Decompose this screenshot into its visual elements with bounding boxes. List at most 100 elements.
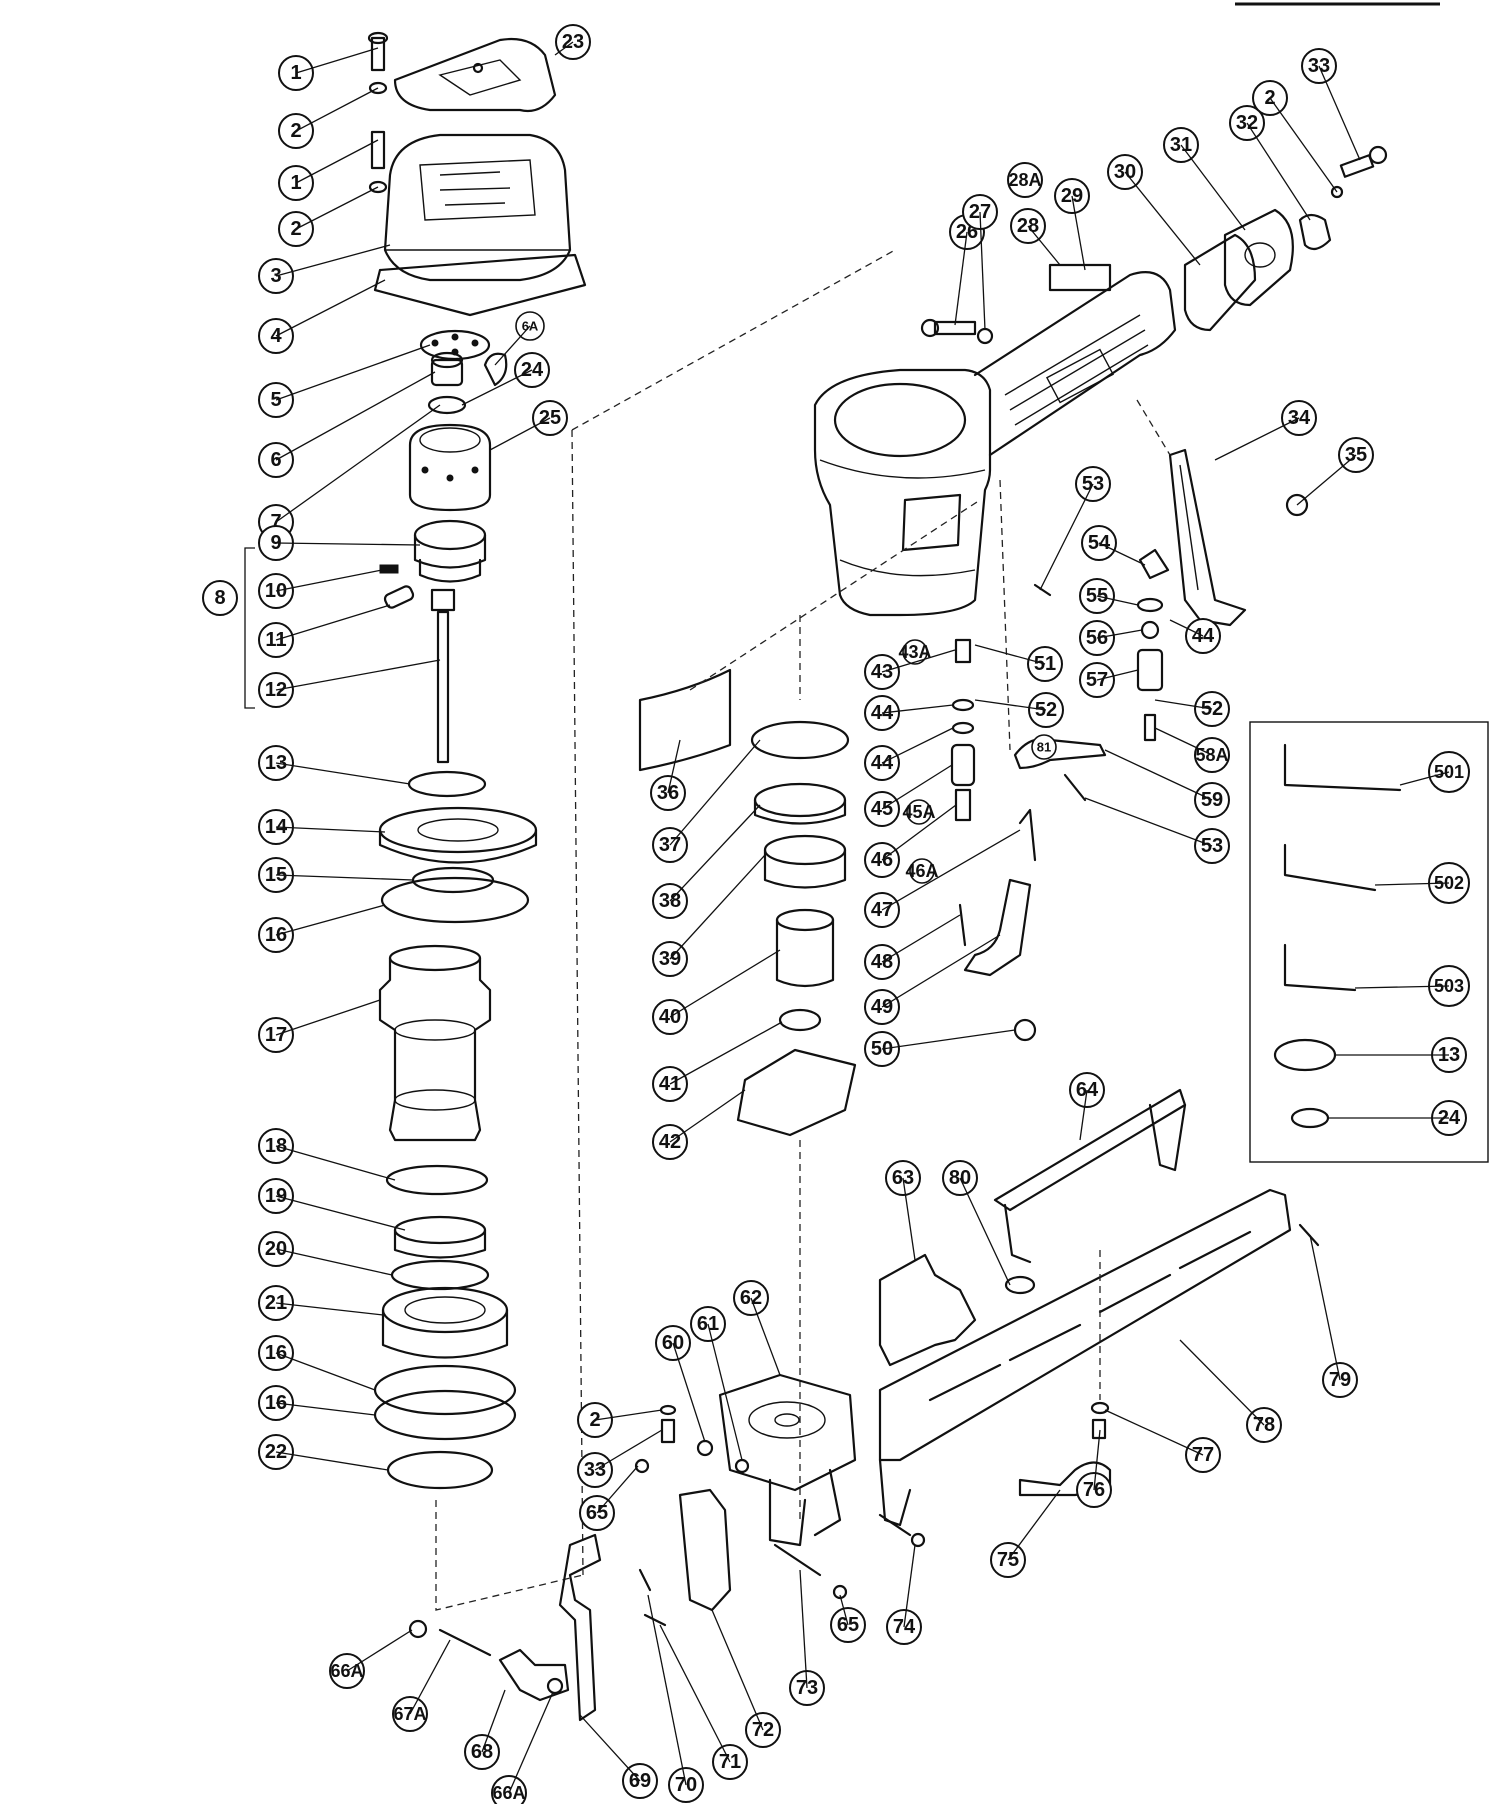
callout-28a: 28A bbox=[1007, 162, 1043, 198]
leader-line-16 bbox=[275, 904, 386, 936]
contact-arm-part-69 bbox=[558, 1533, 602, 1722]
leader-line-55 bbox=[1096, 595, 1139, 606]
leader-line-61 bbox=[707, 1323, 743, 1461]
leader-line-16 bbox=[275, 1402, 376, 1416]
hook-part-34 bbox=[1168, 448, 1247, 627]
o-ring-part-44 bbox=[951, 698, 975, 712]
hex-wrench-part-502 bbox=[1283, 843, 1377, 892]
leader-line-66a bbox=[508, 1691, 554, 1794]
leader-line-53 bbox=[1039, 483, 1094, 591]
hex-wrench-part-501 bbox=[1283, 743, 1402, 792]
leader-line-4 bbox=[275, 279, 386, 337]
leader-line-17 bbox=[275, 999, 381, 1036]
leader-line-43 bbox=[881, 649, 956, 673]
body-window bbox=[901, 493, 962, 552]
leader-line-63 bbox=[902, 1177, 916, 1261]
valve-piston-part-6 bbox=[430, 351, 508, 387]
leader-line-46 bbox=[881, 804, 957, 861]
callout-circle bbox=[906, 799, 932, 825]
callout-35: 35 bbox=[1338, 437, 1374, 473]
retainer-part-54 bbox=[1138, 548, 1170, 580]
spring-part-48 bbox=[958, 903, 967, 947]
leader-line-71 bbox=[659, 1624, 731, 1763]
callout-label: 46A bbox=[905, 861, 938, 881]
leader-line-29 bbox=[1071, 195, 1086, 271]
callout-43a: 43A bbox=[898, 639, 932, 665]
callout-layer: 121234566A724258910111213141516171819202… bbox=[202, 24, 1470, 1804]
assembly-line-left-right bbox=[571, 429, 584, 1576]
leader-line-76 bbox=[1093, 1429, 1101, 1491]
leader-line-3 bbox=[275, 244, 391, 277]
pin-part-67A bbox=[438, 1628, 492, 1657]
washer-part-77 bbox=[1090, 1401, 1110, 1415]
leader-line-66a bbox=[346, 1629, 413, 1672]
leader-line-2 bbox=[1269, 97, 1338, 193]
leader-layer bbox=[275, 41, 1450, 1794]
leader-line-503 bbox=[1354, 985, 1450, 989]
leader-line-501 bbox=[1399, 771, 1450, 786]
leader-line-27 bbox=[979, 211, 986, 331]
callout-label: 64 bbox=[1076, 1079, 1099, 1101]
assembly-line-left bbox=[435, 1500, 584, 1611]
leader-line-69 bbox=[579, 1714, 641, 1782]
leader-line-62 bbox=[750, 1297, 781, 1376]
leader-line-15 bbox=[275, 874, 414, 881]
leader-line-44 bbox=[881, 704, 954, 714]
leader-line-40 bbox=[669, 949, 781, 1018]
nut-part-50 bbox=[1013, 1018, 1037, 1042]
leader-line-502 bbox=[1374, 882, 1450, 886]
leader-line-26 bbox=[954, 231, 968, 326]
leader-line-23 bbox=[554, 41, 574, 56]
leader-line-6a bbox=[494, 325, 531, 366]
callout-label: 24 bbox=[521, 359, 544, 381]
plunger-part-58A bbox=[1143, 713, 1157, 742]
cylinder-plate-part-21 bbox=[381, 1286, 509, 1359]
spring-part-79 bbox=[1298, 1223, 1320, 1247]
leader-line-72 bbox=[711, 1609, 764, 1731]
leader-line-68 bbox=[481, 1689, 506, 1753]
leader-line-50 bbox=[881, 1029, 1016, 1050]
leader-line-13 bbox=[275, 762, 411, 785]
leader-line-39 bbox=[669, 854, 766, 960]
spring-part-71 bbox=[643, 1613, 667, 1627]
callout-label: 6A bbox=[522, 319, 539, 334]
o-ring-part-22 bbox=[386, 1450, 494, 1490]
callout-label: 8 bbox=[214, 587, 225, 609]
nut-part-60 bbox=[696, 1439, 714, 1457]
gasket-part-30 bbox=[1183, 233, 1257, 332]
leader-line-53 bbox=[1084, 797, 1213, 847]
guide-part-63 bbox=[878, 1253, 977, 1367]
callout-circle bbox=[202, 580, 238, 616]
leader-line-59 bbox=[1104, 749, 1213, 801]
leader-line-30 bbox=[1124, 171, 1201, 266]
callout-label: 24 bbox=[1438, 1107, 1461, 1129]
callout-circle bbox=[491, 1775, 527, 1804]
leader-line-5 bbox=[275, 344, 431, 401]
gasket-part-42 bbox=[736, 1048, 857, 1137]
valve-bushing-part-45 bbox=[950, 743, 976, 787]
leader-line-10 bbox=[275, 569, 383, 592]
leader-line-57 bbox=[1096, 669, 1139, 681]
leader-line-11 bbox=[275, 604, 391, 641]
driver-blade-part-12 bbox=[430, 588, 456, 764]
leader-line-33 bbox=[594, 1429, 663, 1471]
gasket-part-4 bbox=[373, 253, 587, 317]
leader-line-45 bbox=[881, 764, 953, 810]
leader-line-18 bbox=[275, 1145, 396, 1181]
washer-part-65-left bbox=[634, 1458, 650, 1474]
leader-line-33 bbox=[1318, 65, 1361, 161]
end-cap-part-31 bbox=[1223, 208, 1294, 307]
pin-part-10-11 bbox=[379, 564, 415, 609]
callout-circle bbox=[1031, 734, 1057, 760]
body-assembly bbox=[638, 145, 1388, 1520]
ball-part-56 bbox=[1140, 620, 1160, 640]
magazine-part-78 bbox=[878, 1188, 1292, 1462]
leader-line-9 bbox=[275, 542, 421, 546]
o-ring-part-37 bbox=[750, 720, 850, 760]
leader-line-70 bbox=[647, 1594, 687, 1786]
leader-line-36 bbox=[667, 739, 681, 794]
leader-line-21 bbox=[275, 1302, 384, 1316]
spring-part-53-lower bbox=[1063, 773, 1087, 802]
o-ring-part-16-upper bbox=[380, 876, 530, 924]
